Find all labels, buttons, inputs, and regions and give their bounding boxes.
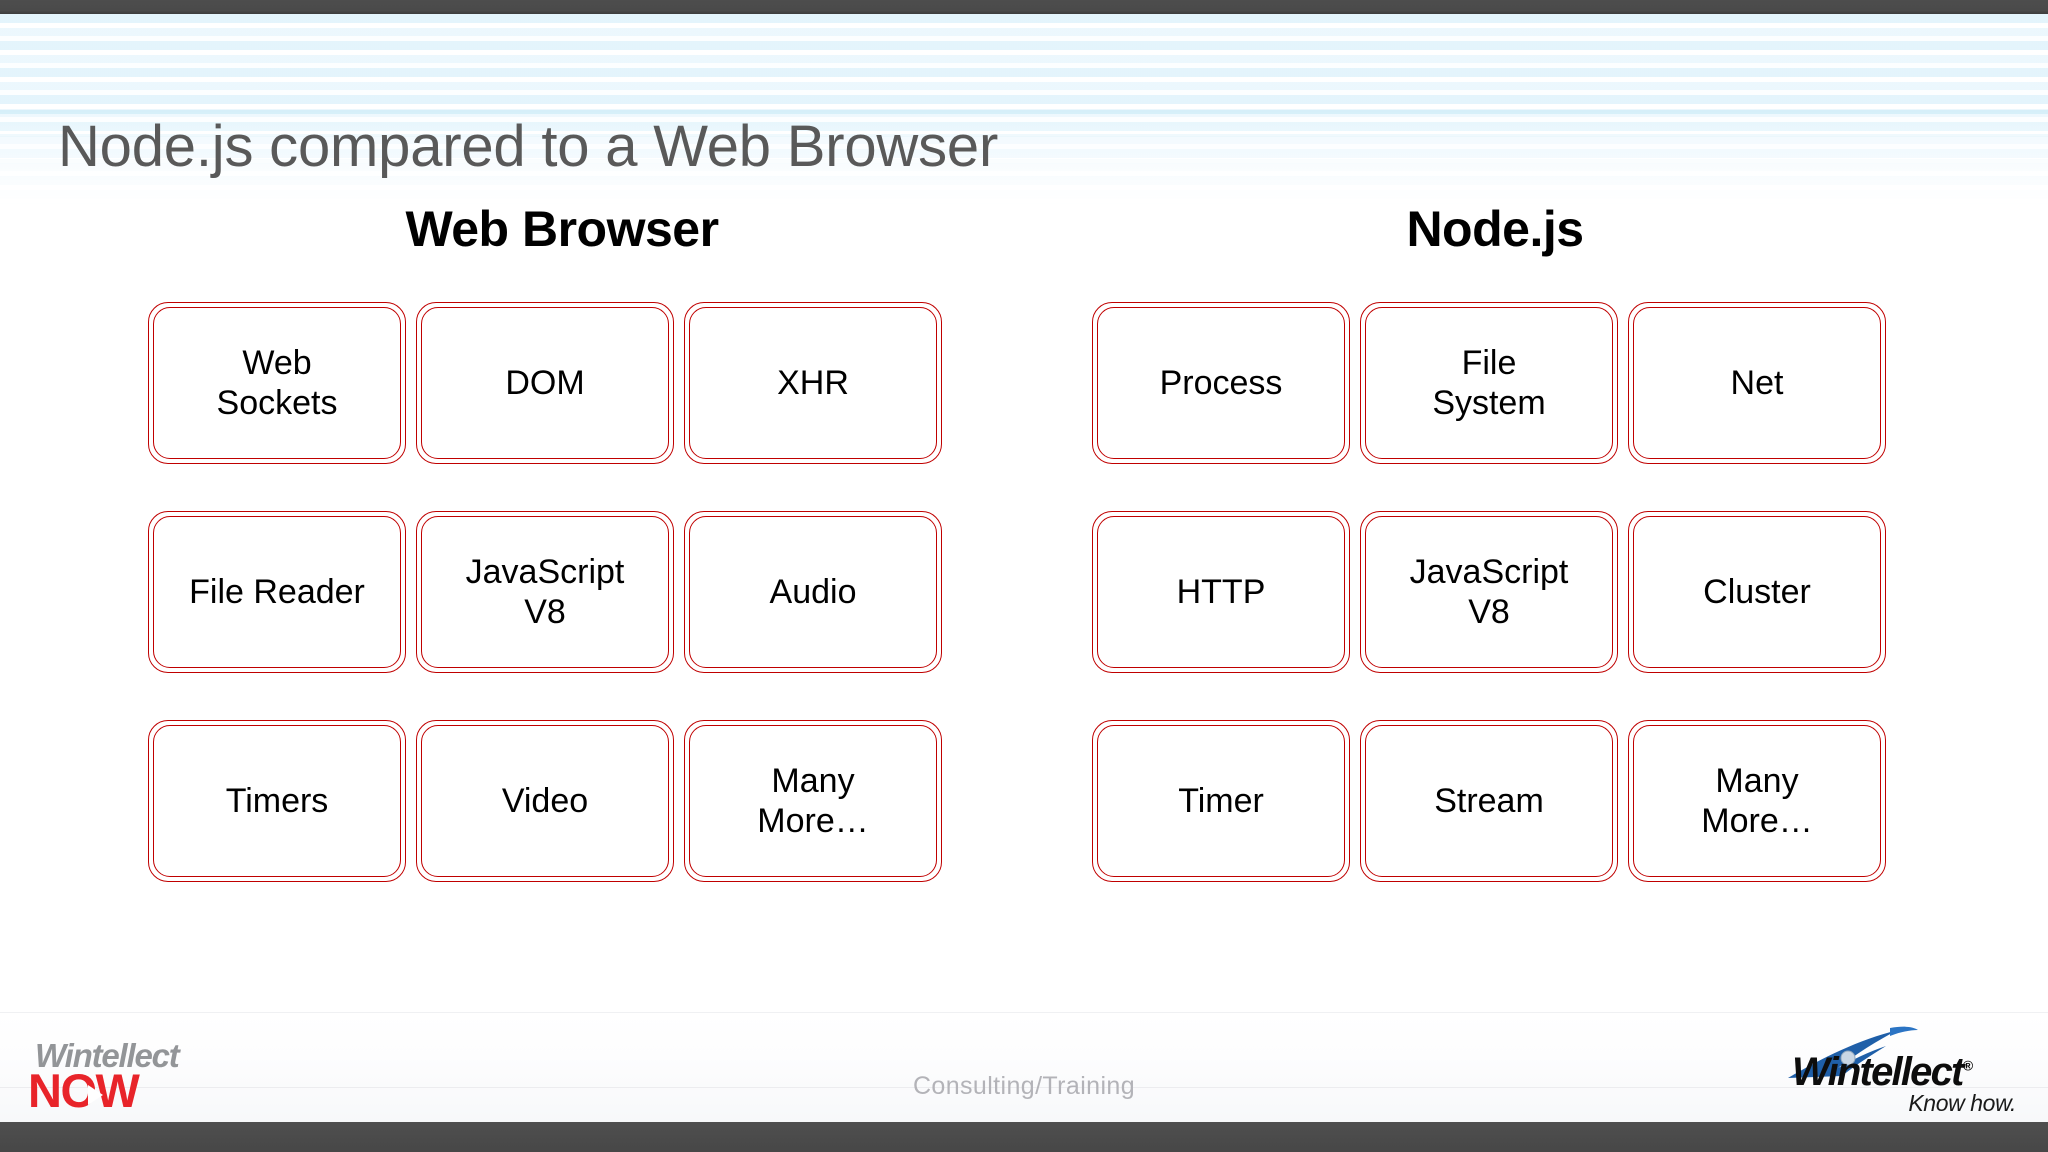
cell-audio[interactable]: Audio [684,511,942,673]
now-text: NOW [28,1064,140,1118]
cell-http[interactable]: HTTP [1092,511,1350,673]
wintellect-logo: Wintellect® Know how. [1782,1024,2022,1116]
title-stripe-5 [0,197,2048,199]
cell-label: HTTP [1176,572,1266,611]
wintellect-now-wordmark-top: Wintellect [35,1037,180,1074]
swoosh-icon [1788,1026,1918,1078]
footer-divider [0,1087,2048,1088]
cell-timers[interactable]: Timers [148,720,406,882]
grid-web-browser: Web Sockets DOM XHR File Reader JavaScri… [148,302,948,882]
footer-center-text: Consulting/Training [912,1072,1136,1100]
wintellect-text: Wintellect [1792,1050,1964,1094]
cell-label: JavaScript V8 [1409,552,1569,631]
title-stripe-4 [0,182,2048,185]
cell-net[interactable]: Net [1628,302,1886,464]
cell-label: Many More… [757,761,869,840]
cell-label: Process [1159,363,1283,402]
cell-label: XHR [777,363,849,402]
cell-label: Timers [225,781,329,820]
slide-content: Web Browser Web Sockets DOM XHR File Rea… [0,204,2048,1012]
cell-many-more-node[interactable]: Many More… [1628,720,1886,882]
cell-label: File Reader [189,572,365,611]
cell-stream[interactable]: Stream [1360,720,1618,882]
cell-javascript-v8-node[interactable]: JavaScript V8 [1360,511,1618,673]
slide-footer [0,1012,2048,1123]
play-triangle-icon [88,1085,103,1106]
wintellect-now-logo: Wintellect NOW [28,1037,233,1114]
cell-video[interactable]: Video [416,720,674,882]
bottom-chrome-bar [0,1122,2048,1152]
cell-label: Video [501,781,589,820]
registered-mark: ® [1962,1057,1973,1074]
wintellect-wordmark: Wintellect® [1792,1052,1973,1092]
column-heading-nodejs: Node.js [1406,201,1584,257]
cell-label: Web Sockets [216,343,338,422]
cell-web-sockets[interactable]: Web Sockets [148,302,406,464]
cell-label: JavaScript V8 [465,552,625,631]
wintellect-now-wordmark-bottom: NOW [28,1067,233,1114]
cell-javascript-v8-browser[interactable]: JavaScript V8 [416,511,674,673]
cell-process[interactable]: Process [1092,302,1350,464]
cell-xhr[interactable]: XHR [684,302,942,464]
cell-label: File System [1432,343,1546,422]
cell-label: Cluster [1703,572,1811,611]
column-nodejs: Node.js Process File System Net HTTP Jav… [1092,204,1892,882]
page-title: Node.js compared to a Web Browser [58,113,999,179]
cell-label: Timer [1178,781,1264,820]
cell-file-reader[interactable]: File Reader [148,511,406,673]
cell-timer[interactable]: Timer [1092,720,1350,882]
grid-nodejs: Process File System Net HTTP JavaScript … [1092,302,1892,882]
column-web-browser: Web Browser Web Sockets DOM XHR File Rea… [148,204,948,882]
cell-label: Net [1730,363,1784,402]
column-heading-web-browser: Web Browser [405,201,719,257]
cell-many-more-browser[interactable]: Many More… [684,720,942,882]
top-chrome-bar [0,0,2048,14]
cell-dom[interactable]: DOM [416,302,674,464]
cell-cluster[interactable]: Cluster [1628,511,1886,673]
wintellect-tagline: Know how. [1908,1090,2016,1116]
cell-file-system[interactable]: File System [1360,302,1618,464]
cell-label: Audio [769,572,857,611]
cell-label: Stream [1434,781,1544,820]
cell-label: DOM [505,363,585,402]
cell-label: Many More… [1701,761,1813,840]
